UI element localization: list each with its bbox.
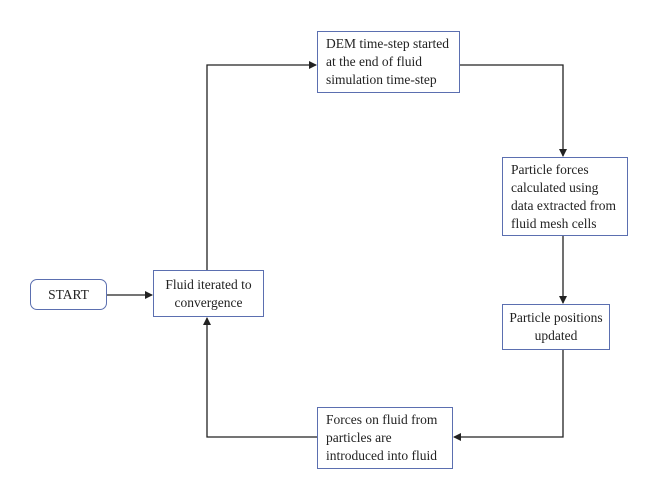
- arrow-fluid-to-dem: [206, 61, 317, 270]
- particle-positions-label: Particle positions updated: [509, 310, 603, 343]
- particle-forces-label: Particle forces calculated using data ex…: [511, 161, 616, 231]
- arrow-dem-to-particle-forces: [460, 64, 567, 157]
- arrow-forces-on-fluid-to-fluid: [203, 317, 317, 438]
- start-node: START: [30, 279, 107, 310]
- fluid-iterated-label: Fluid iterated to convergence: [165, 276, 252, 310]
- dem-time-step-label: DEM time-step started at the end of flui…: [326, 36, 449, 87]
- fluid-iterated-node: Fluid iterated to convergence: [153, 270, 264, 317]
- particle-positions-node: Particle positions updated: [502, 304, 610, 350]
- particle-forces-node: Particle forces calculated using data ex…: [502, 157, 628, 236]
- dem-time-step-node: DEM time-step started at the end of flui…: [317, 31, 460, 93]
- forces-on-fluid-node: Forces on fluid from particles are intro…: [317, 407, 453, 469]
- forces-on-fluid-label: Forces on fluid from particles are intro…: [326, 412, 438, 463]
- arrow-positions-to-forces-on-fluid: [453, 350, 564, 441]
- start-node-label: START: [48, 286, 89, 302]
